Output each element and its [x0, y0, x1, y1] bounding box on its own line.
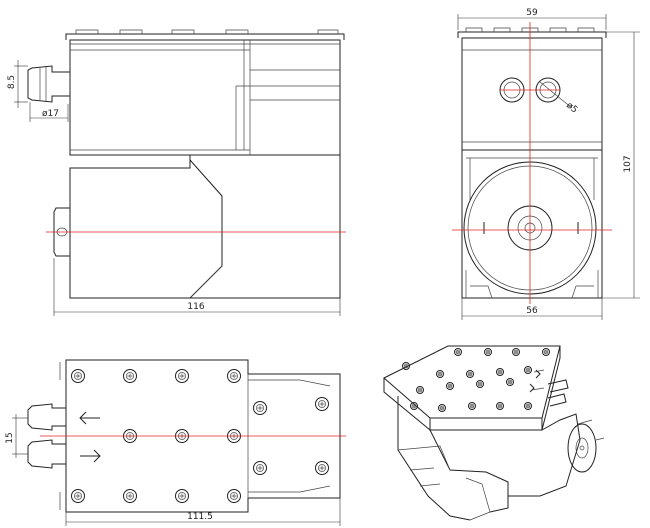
- top-port-spacing-label: 15: [5, 432, 15, 443]
- screw-icon: [484, 348, 492, 356]
- screw-icon: [512, 348, 520, 356]
- screw-icon: [524, 402, 532, 410]
- screw-icon: [227, 369, 241, 383]
- top-view: 15 111.5: [5, 359, 346, 526]
- side-view: 8.5 ø17 116: [7, 29, 346, 316]
- screw-icon: [123, 369, 137, 383]
- front-width-bottom-label: 56: [526, 306, 538, 316]
- screw-icon: [175, 489, 189, 503]
- isometric-view: [383, 345, 605, 521]
- screw-icon: [468, 402, 476, 410]
- side-port-dia-label: ø17: [42, 109, 59, 119]
- front-width-top-label: 59: [526, 8, 538, 18]
- screw-icon: [402, 362, 410, 370]
- screw-icon: [410, 402, 418, 410]
- screw-icon: [466, 370, 474, 378]
- screw-icon: [253, 461, 267, 475]
- screw-icon: [506, 378, 514, 386]
- front-height-label: 107: [623, 155, 633, 172]
- screw-heads-iso: [402, 348, 550, 412]
- side-height-label: 8.5: [7, 75, 17, 89]
- screw-icon: [496, 402, 504, 410]
- screw-icon: [175, 369, 189, 383]
- screw-icon: [496, 368, 504, 376]
- screw-icon: [476, 380, 484, 388]
- screw-icon: [446, 382, 454, 390]
- front-view: ø5 59 107 56: [452, 8, 640, 320]
- screw-icon: [454, 348, 462, 356]
- screw-icon: [253, 401, 267, 415]
- screw-icon: [416, 386, 424, 394]
- screw-icon: [315, 397, 329, 411]
- screw-icon: [436, 370, 444, 378]
- screw-icon: [71, 369, 85, 383]
- screw-icon: [71, 489, 85, 503]
- screw-icon: [524, 366, 532, 374]
- top-length-label: 111.5: [187, 512, 213, 522]
- screw-icon: [227, 489, 241, 503]
- screw-icon: [542, 348, 550, 356]
- screw-heads: [71, 369, 329, 503]
- side-length-label: 116: [187, 302, 204, 312]
- screw-icon: [123, 489, 137, 503]
- screw-icon: [315, 461, 329, 475]
- screw-icon: [438, 404, 446, 412]
- front-hole-dia-label: ø5: [564, 101, 579, 116]
